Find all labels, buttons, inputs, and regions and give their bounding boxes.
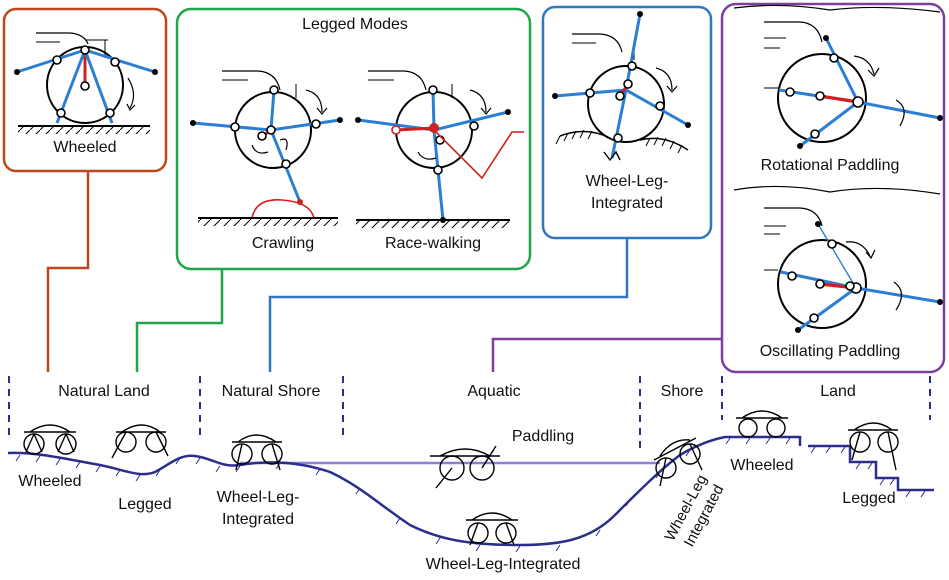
- rotational-paddling-robot-icon: [764, 21, 943, 149]
- terrain-label-wli-bottom: Wheel-Leg-Integrated: [426, 556, 581, 573]
- legged-modes-box: Legged Modes: [175, 7, 532, 271]
- robot-wli-slope: [653, 437, 703, 487]
- race-walking-robot-icon: [355, 70, 511, 223]
- robot-wheeled-right: [736, 410, 788, 438]
- region-natural-shore: Natural Shore: [222, 383, 321, 400]
- legged-box-frame: [175, 7, 532, 271]
- terrain-label-wheeled-right: Wheeled: [730, 457, 793, 474]
- wheeled-robot-icon: [14, 32, 158, 124]
- oscillating-paddling-caption: Oscillating Paddling: [760, 343, 901, 360]
- terrain-label-paddling: Paddling: [512, 428, 574, 445]
- terrain-robots: [23, 410, 899, 546]
- paddling-modes-box: Rotational Paddling Os: [720, 2, 946, 374]
- race-walking-caption: Race-walking: [385, 235, 481, 252]
- robot-wli-left: [231, 434, 283, 471]
- stairs-profile: [808, 444, 934, 492]
- wheeled-box-caption: Wheeled: [53, 139, 116, 156]
- terrain-label-legged-left: Legged: [118, 496, 171, 513]
- terrain-label-legged-right: Legged: [842, 490, 895, 507]
- wli-box-caption-line2: Integrated: [591, 195, 663, 212]
- region-aquatic: Aquatic: [467, 383, 520, 400]
- terrain-label-wli-left-2: Integrated: [222, 511, 294, 528]
- region-dividers: [8, 376, 931, 448]
- paddling-connector: [491, 337, 722, 372]
- region-natural-land: Natural Land: [58, 383, 150, 400]
- oscillating-paddling-robot-icon: [764, 207, 943, 333]
- legged-box-title: Legged Modes: [302, 16, 408, 33]
- ground-profile: [7, 435, 802, 547]
- ground-hatching: [15, 437, 791, 553]
- wheeled-box-frame: [2, 7, 168, 173]
- crawling-robot-icon: [190, 70, 343, 205]
- wli-box-caption-line1: Wheel-Leg-: [586, 173, 669, 190]
- wli-robot-icon: [552, 11, 691, 159]
- robot-legged-right: [848, 422, 899, 471]
- wheeled-connector: [46, 171, 90, 372]
- robot-paddling: [430, 445, 500, 489]
- robot-wli-bottom: [466, 512, 518, 546]
- legged-connector: [135, 269, 224, 372]
- rotational-paddling-caption: Rotational Paddling: [761, 157, 900, 174]
- region-shore: Shore: [661, 383, 704, 400]
- wheeled-mode-box: Wheeled: [2, 7, 168, 173]
- robot-wheeled-left: [23, 424, 77, 455]
- paddling-box-frame: [720, 2, 946, 374]
- wli-connector: [268, 238, 629, 372]
- terrain-label-wli-left-1: Wheel-Leg-: [217, 489, 300, 506]
- crawling-caption: Crawling: [252, 235, 314, 252]
- stairs-hatching: [810, 446, 926, 498]
- wheel-leg-integrated-box: Wheel-Leg- Integrated: [541, 5, 713, 240]
- terrain-label-wheeled-left: Wheeled: [18, 473, 81, 490]
- region-land: Land: [820, 383, 856, 400]
- robot-legged-left: [111, 424, 169, 459]
